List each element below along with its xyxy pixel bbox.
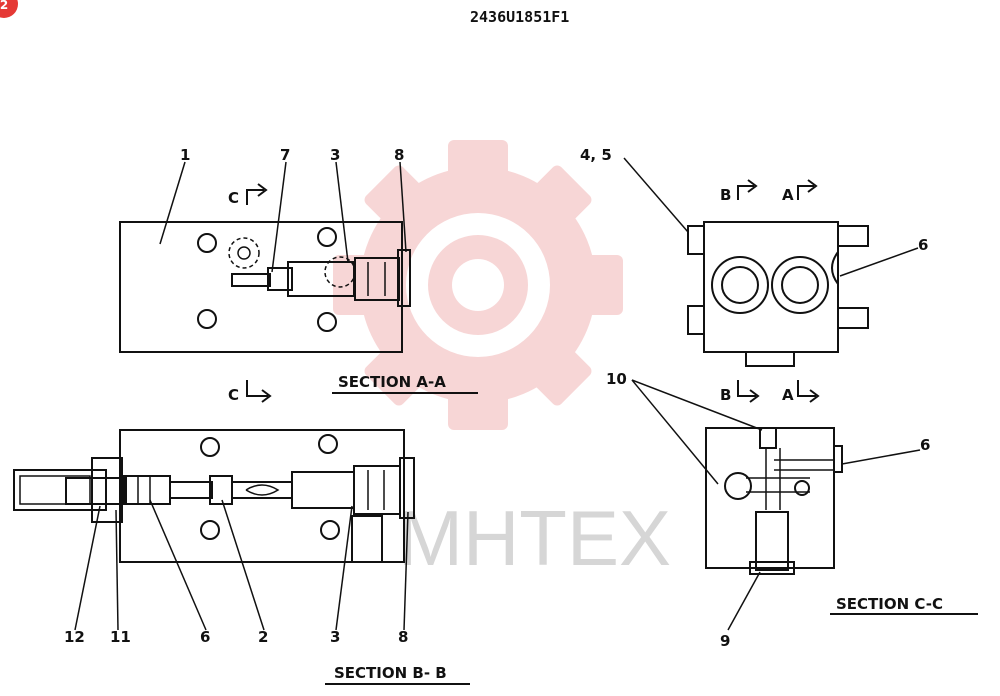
part-label-6-top: 6 <box>918 236 928 254</box>
drawing-number: 2436U1851F1 <box>470 8 569 26</box>
part-label-12: 12 <box>64 628 85 646</box>
part-label-3-bottom: 3 <box>330 628 340 646</box>
section-aa-title: SECTION A-A <box>338 373 446 391</box>
cut-mark-b-top: B <box>720 186 731 204</box>
end-view <box>623 157 919 403</box>
part-label-8-top: 8 <box>394 146 404 164</box>
part-label-9: 9 <box>720 632 730 650</box>
part-label-6-bottom: 6 <box>200 628 210 646</box>
part-label-10: 10 <box>606 370 627 388</box>
watermark-text: MHTEX <box>398 494 671 582</box>
cut-mark-b-bottom: B <box>720 386 731 404</box>
part-label-6-right: 6 <box>920 436 930 454</box>
part-label-1: 1 <box>180 146 190 164</box>
part-label-8-bottom: 8 <box>398 628 408 646</box>
section-cc-view <box>631 379 921 631</box>
section-bb-view <box>13 429 415 631</box>
corner-badge: 2 <box>0 0 18 18</box>
cut-mark-c-top: C <box>228 189 239 207</box>
cut-mark-a-top: A <box>782 186 794 204</box>
section-aa-view <box>119 161 411 403</box>
part-label-7: 7 <box>280 146 290 164</box>
section-bb-title: SECTION B- B <box>334 664 447 682</box>
part-label-11: 11 <box>110 628 131 646</box>
cut-mark-a-bottom: A <box>782 386 794 404</box>
watermark-logo <box>333 140 623 430</box>
cut-mark-c-bottom: C <box>228 386 239 404</box>
part-label-2: 2 <box>258 628 268 646</box>
badge-number: 2 <box>0 0 8 12</box>
part-label-3-top: 3 <box>330 146 340 164</box>
section-cc-title: SECTION C-C <box>836 595 943 613</box>
part-label-4-5: 4, 5 <box>580 146 612 164</box>
